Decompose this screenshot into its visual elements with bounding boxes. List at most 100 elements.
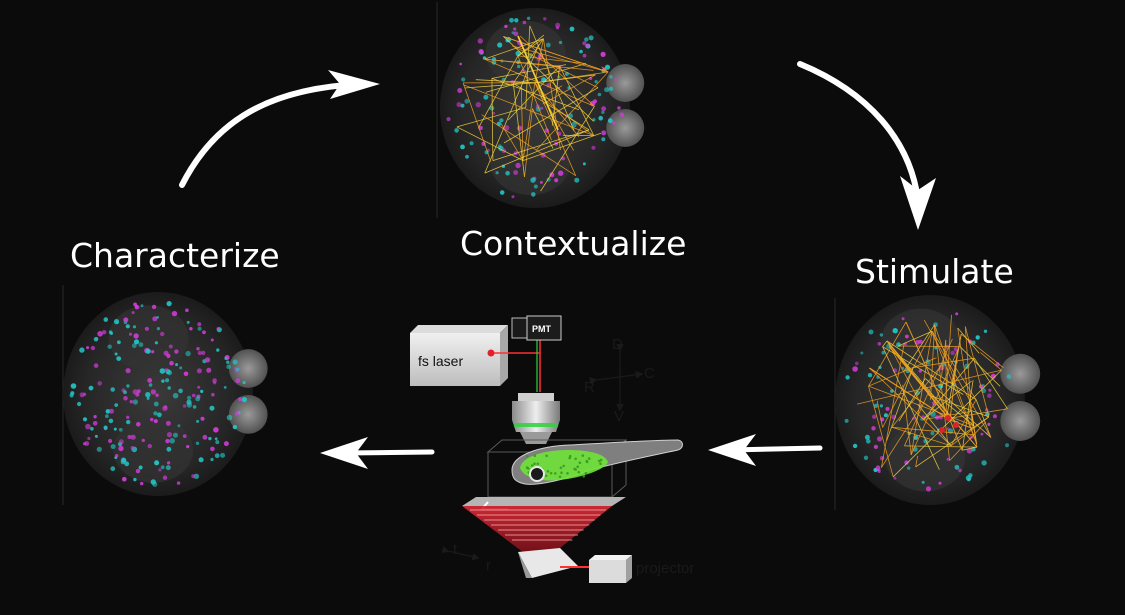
neuron-dot [601, 130, 607, 136]
neuron-dot [234, 411, 240, 416]
network-edge [881, 342, 905, 468]
neuron-dot [102, 330, 107, 335]
stimulate-label: Stimulate [855, 252, 1014, 291]
neuron-dot [946, 457, 950, 461]
fish-cell [536, 462, 540, 466]
network-edge [520, 84, 524, 161]
neuron-dot [601, 106, 606, 112]
microscope-setup: fs laser PMT [410, 315, 694, 583]
neuron-dot [955, 312, 959, 316]
neuron-dot [983, 329, 988, 333]
neuron-dot [514, 18, 519, 23]
neuron-dot [133, 339, 140, 345]
neuron-dot [226, 414, 233, 421]
neuron-dot [600, 51, 606, 58]
neuron-dot [980, 432, 984, 436]
fish-cell [525, 455, 529, 458]
neuron-dot [155, 393, 159, 397]
neuron-dot [588, 35, 594, 41]
network-edge [513, 82, 590, 131]
network-edge [910, 350, 959, 456]
fish-cell [533, 462, 536, 466]
network-edge [904, 445, 977, 448]
axis-v-label: V [614, 408, 624, 425]
network-edge [927, 394, 989, 418]
neuron-dot [921, 480, 925, 484]
neuron-dot [201, 350, 206, 355]
neuron-dot [971, 340, 976, 345]
network-edge [540, 106, 595, 192]
neuron-dot [145, 392, 151, 398]
fish-cell [531, 464, 534, 467]
network-edge [882, 340, 888, 347]
fish-cell [546, 470, 550, 473]
neuron-dot [182, 434, 187, 438]
fish-cell [577, 470, 581, 474]
neuron-dot [131, 311, 135, 315]
neuron-dot [513, 31, 519, 37]
neuron-dot [555, 26, 560, 30]
neuron-dot [186, 402, 193, 408]
network-edge [957, 327, 980, 354]
neuron-dot [103, 317, 109, 322]
pmt-label: PMT [532, 324, 552, 334]
neuron-dot [226, 360, 230, 364]
network-hub-edge [949, 419, 963, 451]
neuron-dot [852, 366, 858, 372]
neuron-dot [168, 344, 173, 349]
neuron-dot [864, 434, 870, 440]
neuron-dot [597, 92, 602, 97]
neuron-dot [497, 42, 503, 48]
network-edge [949, 421, 987, 461]
neuron-dot [852, 443, 858, 449]
neuron-dot [105, 414, 109, 419]
network-edge [960, 333, 1004, 369]
network-edge [868, 321, 907, 387]
network-edge [962, 446, 977, 451]
neuron-dot [509, 17, 514, 23]
neuron-dot [118, 439, 124, 445]
network-hub-edge [905, 321, 951, 421]
network-hub-edge [949, 419, 973, 429]
fish-cell [599, 458, 603, 462]
fish-cell [599, 462, 602, 466]
laser-aperture [487, 349, 495, 357]
neuron-dot [522, 20, 527, 25]
neuron-dot [110, 444, 116, 450]
neuron-dot [191, 474, 196, 479]
neuron-dot [132, 325, 137, 329]
neuron-dot [531, 192, 536, 197]
projector-label: projector [636, 560, 694, 577]
neuron-dot [125, 368, 131, 374]
network-edge [931, 330, 977, 400]
network-edge [484, 58, 595, 107]
arrowhead-1 [328, 70, 380, 99]
neuron-dot [204, 357, 211, 363]
neuron-dot [113, 427, 117, 431]
neuron-dot [105, 409, 111, 414]
neuron-dot [232, 359, 238, 365]
neuron-dot [144, 326, 149, 331]
network-edge [882, 346, 940, 470]
network-edge [512, 45, 609, 73]
neuron-dot [140, 481, 144, 486]
neuron-dot [601, 110, 605, 115]
arrowhead-3 [708, 434, 756, 466]
fish-cell [549, 471, 553, 475]
neuron-dot [457, 88, 463, 93]
network-edge [934, 324, 950, 461]
neuron-dot [189, 327, 193, 331]
fish-cell [544, 474, 548, 478]
network-edge [529, 25, 575, 131]
neuron-dot [893, 476, 897, 480]
neuron-dot [992, 414, 997, 419]
neuron-dot [604, 64, 611, 70]
network-edge [892, 369, 1002, 478]
neuron-dot [156, 316, 160, 319]
neuron-dot [179, 366, 183, 370]
neuron-dot [165, 420, 171, 426]
neuron-dot [193, 473, 200, 479]
network-edge [946, 408, 1008, 420]
projector-box [589, 560, 626, 583]
neuron-dot [206, 367, 212, 373]
